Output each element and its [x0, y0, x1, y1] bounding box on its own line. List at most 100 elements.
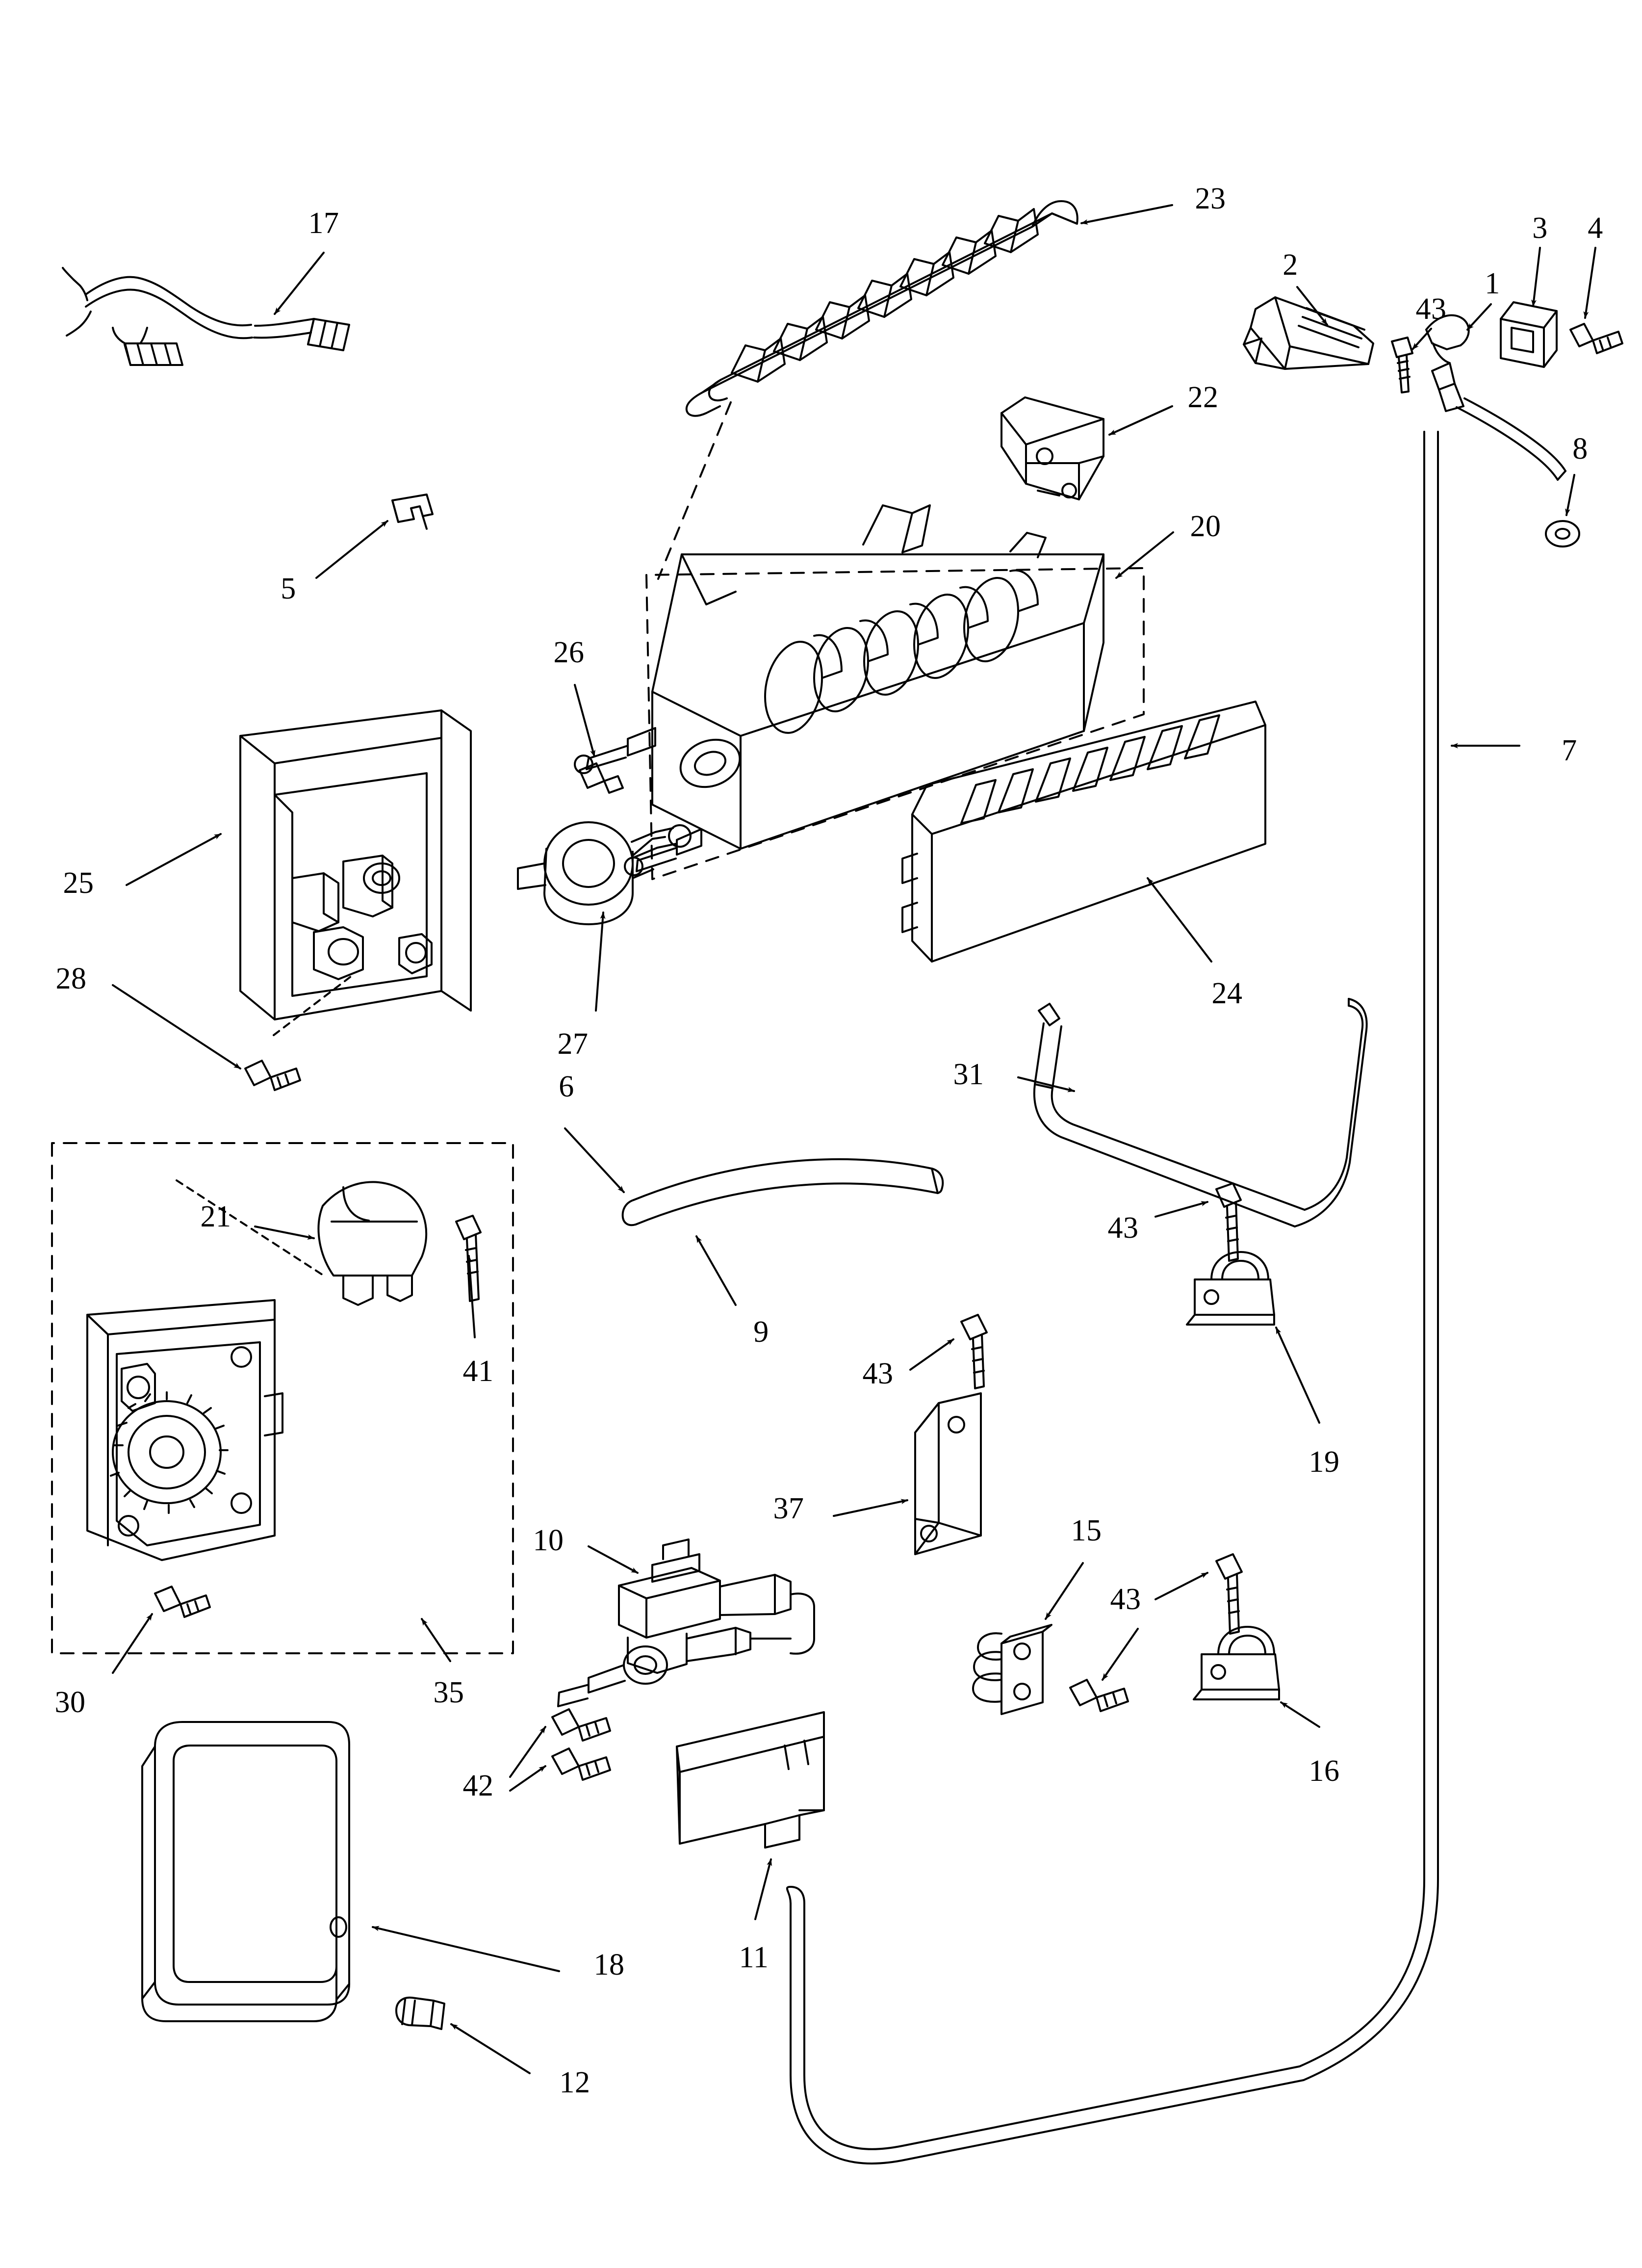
- part-27-motor: [517, 821, 666, 925]
- callout-43-top: 43: [1415, 292, 1447, 326]
- leader-5: [315, 520, 388, 579]
- callout-21: 21: [200, 1200, 231, 1233]
- leader-43-mid: [1155, 1201, 1208, 1218]
- shaft-link: [631, 824, 692, 859]
- leader-16: [1280, 1701, 1320, 1728]
- callout-24: 24: [1211, 977, 1243, 1010]
- leader-3: [1531, 247, 1541, 307]
- callout-43-mid: 43: [1107, 1211, 1139, 1245]
- callout-41: 41: [462, 1355, 494, 1388]
- leader-24: [1147, 877, 1212, 963]
- part-30-screw: [154, 1586, 211, 1618]
- leader-6: [564, 1127, 625, 1193]
- callout-8: 8: [1572, 432, 1588, 466]
- part-25-support-bracket: [239, 709, 472, 1020]
- leader-23: [1080, 204, 1173, 225]
- part-9-fill-tube: [621, 1158, 944, 1226]
- leader-37: [833, 1499, 908, 1517]
- callout-5: 5: [281, 572, 296, 605]
- callout-37: 37: [773, 1492, 804, 1525]
- part-35-gearcase: [86, 1299, 283, 1561]
- callout-11: 11: [739, 1941, 769, 1974]
- callout-7: 7: [1562, 734, 1577, 767]
- leader-10: [588, 1545, 639, 1574]
- leader-15: [1045, 1562, 1084, 1620]
- callout-2: 2: [1283, 248, 1298, 282]
- callout-26: 26: [553, 636, 585, 669]
- part-21-motor: [317, 1181, 428, 1306]
- callout-12: 12: [559, 2066, 590, 2099]
- part-31-shutoff-arm: [1033, 998, 1368, 1227]
- part-fill-arm: [1456, 397, 1566, 481]
- callout-6: 6: [559, 1070, 574, 1103]
- callout-4: 4: [1588, 211, 1603, 245]
- callout-31: 31: [953, 1058, 984, 1091]
- part-3-motor-module: [1500, 301, 1558, 368]
- leader-26: [574, 684, 595, 757]
- leader-27: [595, 912, 606, 1012]
- callout-42: 42: [462, 1769, 494, 1802]
- part-23-ejector-arm: [685, 200, 1078, 417]
- leader-42a: [509, 1726, 546, 1778]
- part-28-screw: [244, 1060, 301, 1091]
- leader-31: [1017, 1076, 1075, 1093]
- callout-23: 23: [1195, 182, 1226, 215]
- callout-9: 9: [753, 1315, 769, 1349]
- part-11-shield: [676, 1711, 825, 1849]
- leader-4: [1583, 247, 1596, 319]
- part-20-ice-mold: [574, 504, 1104, 876]
- leader-12: [450, 2023, 531, 2074]
- part-1-water-fill-tube-adapter: [1425, 314, 1470, 412]
- part-43-screw-lower: [1215, 1553, 1243, 1635]
- part-42-screws: [551, 1708, 611, 1781]
- leader-21: [254, 1225, 315, 1240]
- part-16-tube-clamp: [1193, 1626, 1280, 1700]
- callout-19: 19: [1308, 1445, 1340, 1479]
- part-43-screw-top: [1391, 337, 1413, 393]
- leader-20: [1115, 531, 1174, 579]
- part-43-screw-mid: [1215, 1182, 1242, 1262]
- leader-9: [695, 1235, 737, 1306]
- leader-43-lower: [1155, 1572, 1208, 1600]
- callout-30: 30: [54, 1686, 86, 1719]
- part-24-stripper: [901, 701, 1266, 963]
- callout-16: 16: [1308, 1754, 1340, 1788]
- callout-25: 25: [63, 866, 94, 900]
- callout-43-lower: 43: [1110, 1583, 1141, 1616]
- leader-25: [126, 833, 222, 886]
- callout-20: 20: [1190, 510, 1221, 543]
- part-17-wire-harness: [62, 267, 350, 366]
- callout-1: 1: [1485, 267, 1500, 300]
- leader-28: [112, 984, 241, 1069]
- callout-22: 22: [1187, 381, 1219, 414]
- callout-35: 35: [433, 1676, 464, 1709]
- part-22-fill-cup: [1001, 396, 1104, 500]
- leader-42b: [509, 1765, 546, 1792]
- callout-10: 10: [533, 1524, 564, 1557]
- part-2-module-housing: [1243, 296, 1374, 370]
- leader-43-left: [909, 1338, 954, 1371]
- leader-18: [372, 1926, 560, 1972]
- part-5-clip: [391, 494, 434, 530]
- leader-43-top: [1411, 328, 1432, 350]
- leader-43-clip: [1102, 1628, 1139, 1681]
- part-43-screw-left: [960, 1314, 988, 1389]
- callout-3: 3: [1532, 211, 1548, 245]
- callout-43-left: 43: [862, 1357, 894, 1390]
- leader-35: [421, 1618, 451, 1662]
- dashed-group-20: [645, 567, 1145, 880]
- part-26-shaft-pin: [579, 762, 624, 794]
- leader-22: [1108, 405, 1173, 436]
- leader-17: [274, 252, 325, 315]
- callout-15: 15: [1071, 1514, 1102, 1547]
- part-15-clip-bracket: [972, 1624, 1052, 1715]
- part-12-plug: [395, 1996, 445, 2030]
- part-19-tube-clamp: [1186, 1251, 1275, 1326]
- part-43-screw-clip: [1069, 1679, 1129, 1712]
- leader-11: [754, 1858, 772, 1920]
- dashed-group-35: [51, 1142, 514, 1654]
- part-4-screw: [1569, 323, 1623, 354]
- leader-1: [1466, 303, 1492, 331]
